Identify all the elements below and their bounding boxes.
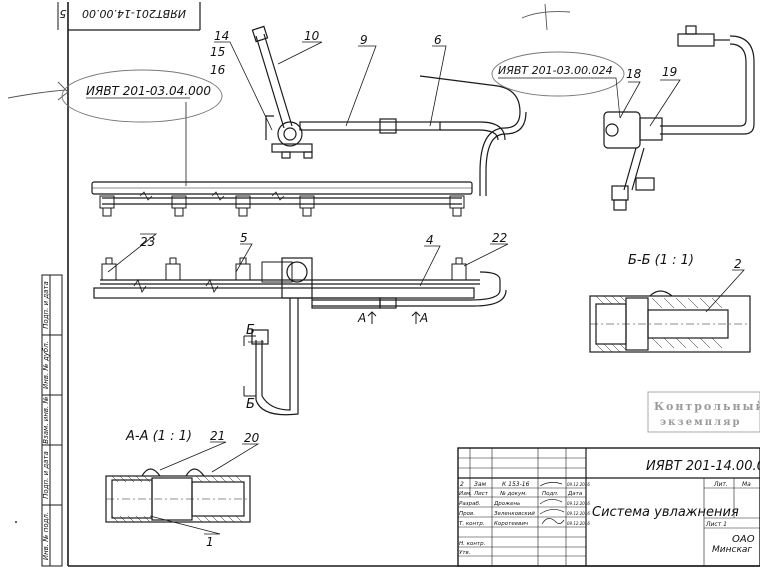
- break-marks: [133, 278, 219, 294]
- section-mark-b1: Б: [246, 323, 255, 338]
- section-aa-view: [105, 468, 251, 523]
- pos-20: 20: [244, 431, 260, 445]
- rev-doc: К 153-16: [502, 481, 530, 488]
- org-line-1: ОАО: [732, 534, 755, 545]
- section-mark-a2: А: [419, 311, 428, 325]
- section-aa-title: А-А (1 : 1): [125, 429, 192, 444]
- doc-name: Система увлажнения: [592, 505, 739, 520]
- stamp-line-2: экземпляр: [660, 417, 742, 428]
- pencil-marks: [7, 3, 571, 101]
- lit-label: Лит.: [713, 481, 728, 488]
- side-strip-labels: Подп. и дата Инв. № дубл. Взам. инв. № П…: [42, 281, 50, 560]
- pos-9: 9: [360, 33, 368, 47]
- person-3: Коротеевич: [494, 521, 529, 527]
- leader-lines: [107, 41, 745, 535]
- rev-date: 09.12.2016: [567, 482, 590, 487]
- pos-4: 4: [426, 233, 434, 247]
- stamp-line-1: Контрольный: [654, 400, 760, 413]
- corner-mark: 5: [60, 7, 67, 20]
- role-3: Т. контр.: [459, 521, 485, 527]
- section-bb-title: Б-Б (1 : 1): [628, 253, 694, 268]
- corner-code: ИЯВТ201-14.00.00: [82, 7, 186, 20]
- top-right-assembly: [603, 25, 755, 211]
- hdr-data: Дата: [567, 491, 583, 497]
- role-5: Н. контр.: [459, 541, 486, 547]
- pos-16: 16: [210, 63, 226, 77]
- role-2: Пров.: [459, 511, 475, 517]
- pos-14: 14: [214, 29, 229, 43]
- hdr-podp: Подп.: [542, 491, 559, 497]
- org-line-2: Минскаг: [712, 545, 752, 555]
- pos-21: 21: [210, 429, 225, 443]
- top-left-assembly: [91, 25, 527, 217]
- pos-6: 6: [434, 33, 442, 47]
- pos-2: 2: [734, 257, 742, 271]
- section-mark-b2: Б: [246, 397, 255, 412]
- callout-left-text: ИЯВТ 201-03.04.000: [86, 84, 211, 98]
- callout-left: ИЯВТ 201-03.04.000: [61, 69, 223, 123]
- rev-n: 2: [460, 481, 464, 488]
- title-block: [457, 447, 760, 567]
- date-3: 09.12.2016: [567, 521, 590, 526]
- date-2: 09.12.2016: [567, 511, 590, 516]
- callout-right: ИЯВТ 201-03.00.024: [491, 51, 625, 119]
- section-bb-hatching: [595, 295, 723, 353]
- signature-1: [539, 499, 563, 505]
- middle-plan-view: [93, 257, 507, 416]
- callout-right-text: ИЯВТ 201-03.00.024: [498, 64, 613, 77]
- strip-label-4: Подп. и дата: [42, 451, 50, 499]
- section-mark-a1: А: [357, 311, 366, 325]
- strip-label-5: Инв. № подл.: [42, 512, 50, 560]
- hdr-ndoc: № докум.: [499, 491, 527, 497]
- role-1: Разраб.: [459, 501, 481, 507]
- pos-22: 22: [492, 231, 507, 245]
- pos-15: 15: [210, 45, 225, 59]
- pos-18: 18: [626, 67, 642, 81]
- doc-number: ИЯВТ 201-14.00.000: [646, 459, 760, 474]
- signature-2: [539, 509, 565, 515]
- section-bb-view: [589, 290, 751, 353]
- rev-zam: Зам: [474, 481, 487, 488]
- pos-19: 19: [662, 65, 677, 79]
- sheet-label: Лист 1: [705, 521, 727, 528]
- hdr-izm: Изм.: [459, 491, 472, 497]
- mass-label: Ма: [742, 481, 751, 488]
- position-numbers: 14 15 16 10 9 6 18 19 23 5 4 22 2 21 20 …: [140, 29, 742, 549]
- pos-5: 5: [240, 231, 248, 245]
- strip-label-1: Подп. и дата: [42, 281, 50, 329]
- person-1: Дрожень: [493, 501, 520, 507]
- strip-label-2: Инв. № дубл.: [42, 341, 50, 389]
- person-2: Зеленковский: [494, 511, 535, 517]
- pos-1: 1: [206, 535, 214, 549]
- signature-3: [541, 518, 565, 525]
- section-aa-hatching: [111, 475, 243, 523]
- rev-signature: [539, 482, 563, 487]
- section-indicators: [243, 311, 421, 397]
- pencil-ellipse-left: [61, 69, 223, 123]
- role-6: Утв.: [459, 550, 471, 556]
- pos-10: 10: [304, 29, 320, 43]
- control-copy-stamp: Контрольный экземпляр: [647, 391, 760, 433]
- title-block-text: ИЯВТ 201-14.00.000 Система увлажнения 2 …: [459, 459, 760, 556]
- strip-label-3: Взам. инв. №: [42, 396, 50, 444]
- pos-23: 23: [140, 235, 155, 249]
- date-1: 09.12.2016: [567, 501, 590, 506]
- speck: [15, 521, 17, 523]
- hdr-list: Лист: [473, 491, 489, 497]
- corner-code-box: ИЯВТ201-14.00.00 5: [60, 7, 187, 20]
- pencil-ellipse-right: [491, 51, 625, 97]
- side-strip: [41, 274, 63, 567]
